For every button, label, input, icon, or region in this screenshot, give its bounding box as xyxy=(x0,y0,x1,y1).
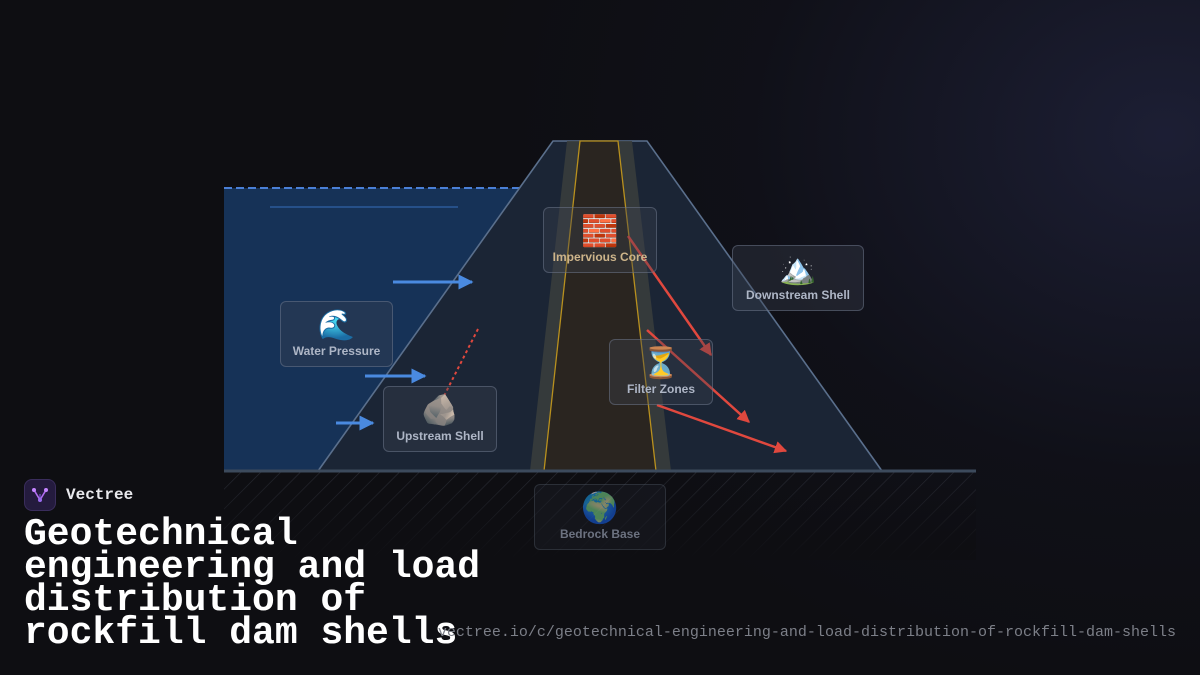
filter-zone-downstream xyxy=(618,141,671,471)
bedrock-base-card: 🌍 Bedrock Base xyxy=(534,484,666,550)
impervious-core-card: 🧱 Impervious Core xyxy=(543,207,657,273)
seepage-dotted-line xyxy=(443,328,479,397)
load-transfer-arrow xyxy=(646,329,750,423)
upstream-shell-card: 🪨 Upstream Shell xyxy=(383,386,497,452)
hourglass-icon: ⏳ xyxy=(642,346,680,381)
impervious-core-label: Impervious Core xyxy=(552,250,648,264)
downstream-shell-label: Downstream Shell xyxy=(745,288,851,302)
page-url[interactable]: vectree.io/c/geotechnical-engineering-an… xyxy=(437,624,1176,641)
filter-zone-upstream xyxy=(530,141,580,471)
bedrock-fade xyxy=(224,472,976,560)
filter-zones-card: ⏳ Filter Zones xyxy=(609,339,713,405)
rock-icon: 🪨 xyxy=(421,393,459,428)
load-transfer-arrow xyxy=(626,235,713,357)
water-pressure-label: Water Pressure xyxy=(292,344,381,358)
upstream-shell-label: Upstream Shell xyxy=(396,429,484,443)
downstream-shell-card: 🏔️ Downstream Shell xyxy=(732,245,864,311)
filter-zones-label: Filter Zones xyxy=(626,382,695,396)
page-title: Geotechnical engineering and load distri… xyxy=(24,513,481,655)
globe-icon: 🌍 xyxy=(581,491,619,526)
wave-icon: 🌊 xyxy=(317,308,356,343)
brand[interactable]: Vectree xyxy=(24,479,133,511)
brick-icon: 🧱 xyxy=(581,214,619,249)
mountain-icon: 🏔️ xyxy=(779,252,817,287)
water-pressure-card: 🌊 Water Pressure xyxy=(280,301,393,367)
load-transfer-arrow xyxy=(656,403,788,454)
brand-name: Vectree xyxy=(66,486,134,504)
tree-network-icon xyxy=(24,479,56,511)
bedrock-base-label: Bedrock Base xyxy=(559,527,641,541)
